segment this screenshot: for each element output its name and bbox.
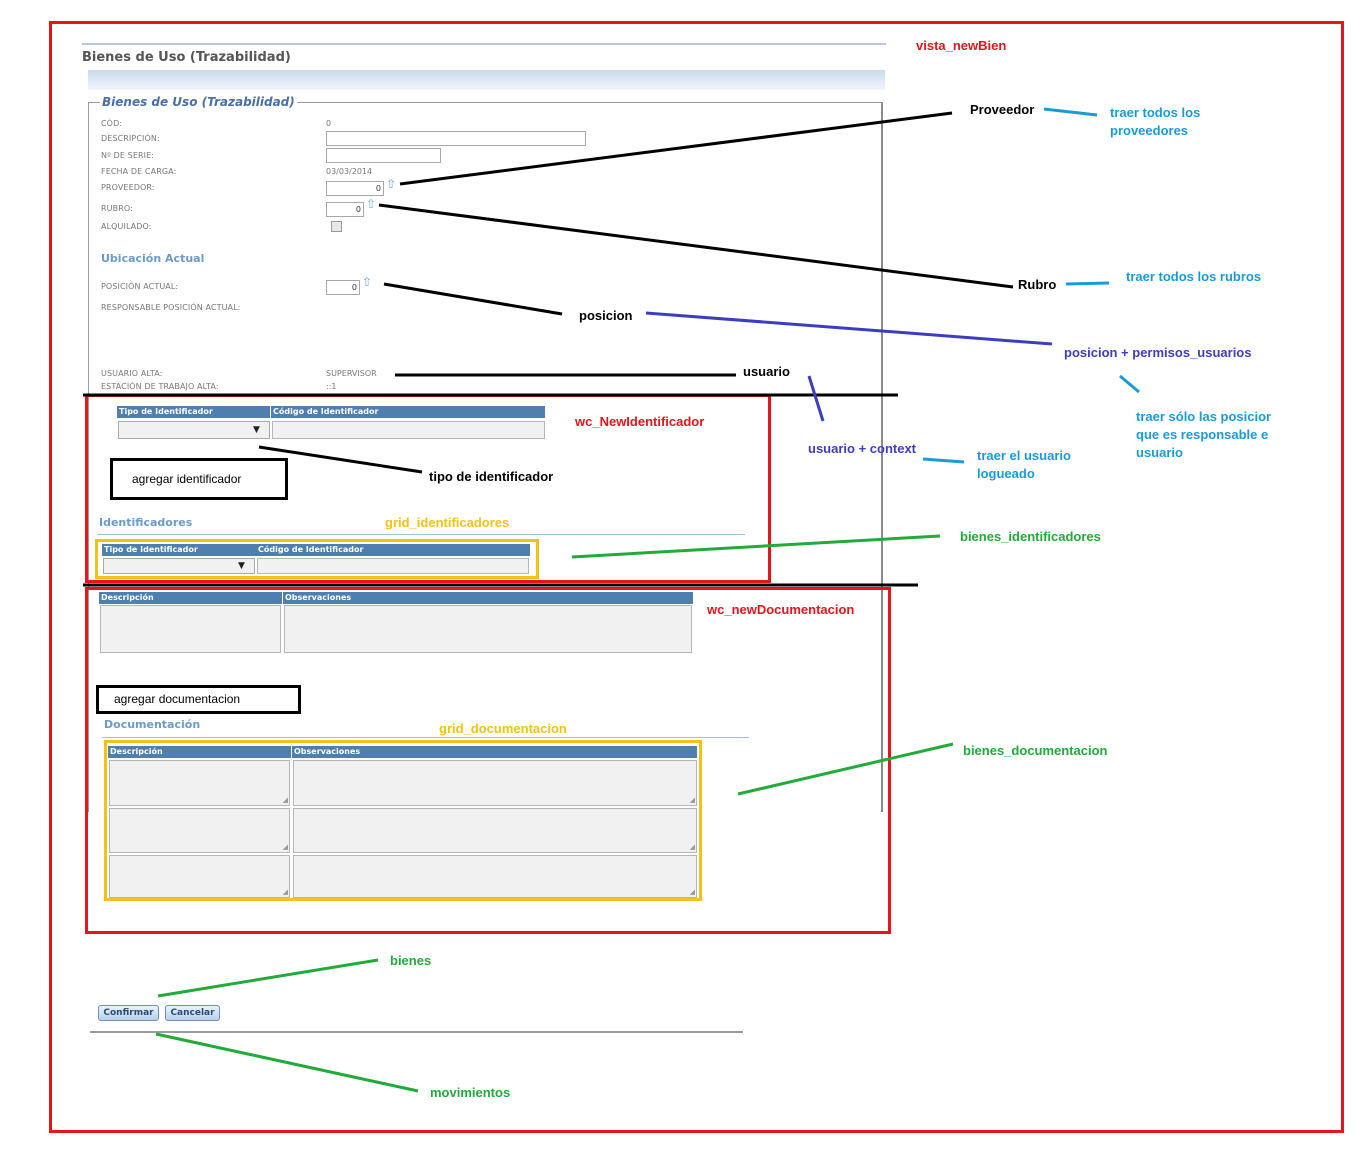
estacion-value: ::1 <box>326 382 337 391</box>
resize-grip-icon[interactable]: ◢ <box>282 843 288 851</box>
grid-tipo-identificador-select[interactable]: ▼ <box>103 558 255 574</box>
doc-observaciones-textarea[interactable] <box>284 605 692 653</box>
annotation-tipo-identificador: tipo de identificador <box>429 469 554 484</box>
grid-doc-observaciones-row1[interactable]: ◢ <box>293 760 697 806</box>
grid-ident-col-codigo: Código de Identificador <box>256 544 530 556</box>
estacion-label: ESTACIÓN DE TRABAJO ALTA: <box>101 382 219 391</box>
alquilado-checkbox[interactable] <box>331 221 342 232</box>
confirmar-button[interactable]: Confirmar <box>98 1005 159 1021</box>
tipo-identificador-select[interactable]: ▼ <box>118 421 270 439</box>
annotation-grid-documentacion: grid_documentacion <box>439 721 567 736</box>
annotation-traer-posicion-2: que es responsable e <box>1136 427 1269 442</box>
annotation-traer-posicion-3: usuario <box>1136 445 1183 460</box>
alquilado-label: ALQUILADO: <box>101 222 152 231</box>
annotation-traer-rubros: traer todos los rubros <box>1126 269 1262 284</box>
title-rule <box>82 43 886 45</box>
posicion-label: POSICIÓN ACTUAL: <box>101 282 179 291</box>
rubro-lookup-icon[interactable]: ⇧ <box>366 197 377 211</box>
resize-grip-icon[interactable]: ◢ <box>689 888 695 896</box>
cod-label: CÓD: <box>101 119 123 128</box>
resize-grip-icon[interactable]: ◢ <box>689 843 695 851</box>
annotation-traer-posicion-1: traer sólo las posicior <box>1136 409 1272 424</box>
serie-input[interactable] <box>326 148 441 163</box>
footer-rule <box>90 1031 743 1033</box>
annotation-usuario: usuario <box>743 364 790 379</box>
doc-col-observaciones: Observaciones <box>283 592 693 604</box>
descripcion-input[interactable] <box>326 131 586 146</box>
rubro-input[interactable]: 0 <box>326 202 364 217</box>
annotation-traer-proveedores-1: traer todos los <box>1110 105 1201 120</box>
grid-doc-observaciones-row3[interactable]: ◢ <box>293 855 697 898</box>
ident-col-codigo: Código de Identificador <box>271 406 545 418</box>
usuario-alta-label: USUARIO ALTA: <box>101 369 163 378</box>
main-fieldset <box>88 102 883 812</box>
usuario-alta-value: SUPERVISOR <box>326 369 377 378</box>
grid-identificadores-box <box>95 539 539 579</box>
annotation-wc-newdocumentacion: wc_newDocumentacion <box>707 602 855 617</box>
identificadores-grid-title: Identificadores <box>99 516 193 529</box>
grid-codigo-identificador-input[interactable] <box>257 558 529 574</box>
codigo-identificador-input[interactable] <box>272 421 545 439</box>
fecha-label: FECHA DE CARGA: <box>101 167 177 176</box>
annotation-posicion: posicion <box>579 308 633 323</box>
resize-grip-icon[interactable]: ◢ <box>282 888 288 896</box>
ident-col-tipo: Tipo de Identificador <box>117 406 270 418</box>
fieldset-legend: Bienes de Uso (Trazabilidad) <box>100 95 297 109</box>
serie-label: Nº DE SERIE: <box>101 151 155 160</box>
identificadores-divider <box>97 534 745 535</box>
grid-doc-descripcion-row1[interactable]: ◢ <box>109 760 290 806</box>
posicion-input[interactable]: 0 <box>326 280 360 295</box>
documentacion-grid-title: Documentación <box>104 718 201 731</box>
proveedor-input[interactable]: 0 <box>326 181 384 196</box>
resize-grip-icon[interactable]: ◢ <box>689 796 695 804</box>
grid-doc-descripcion-row3[interactable]: ◢ <box>109 855 290 898</box>
doc-col-descripcion: Descripción <box>99 592 282 604</box>
documentacion-divider <box>102 737 749 738</box>
annotation-bienes-documentacion: bienes_documentacion <box>963 743 1108 758</box>
grid-doc-col-descripcion: Descripción <box>108 746 291 758</box>
page-title: Bienes de Uso (Trazabilidad) <box>82 50 291 65</box>
annotation-vista-newbien: vista_newBien <box>916 38 1007 53</box>
cod-value: 0 <box>326 119 332 128</box>
chevron-down-icon: ▼ <box>238 561 245 571</box>
grid-doc-descripcion-row2[interactable]: ◢ <box>109 808 290 853</box>
chevron-down-icon: ▼ <box>253 425 260 435</box>
vista-newbien-box <box>49 21 1344 1133</box>
doc-descripcion-textarea[interactable] <box>100 605 281 653</box>
annotation-posicion-permisos: posicion + permisos_usuarios <box>1064 345 1252 360</box>
grid-doc-observaciones-row2[interactable]: ◢ <box>293 808 697 853</box>
annotation-rubro: Rubro <box>1018 277 1057 292</box>
annotation-proveedor: Proveedor <box>970 102 1035 117</box>
grid-doc-col-observaciones: Observaciones <box>292 746 697 758</box>
annotation-movimientos: movimientos <box>430 1085 511 1100</box>
posicion-lookup-icon[interactable]: ⇧ <box>362 275 373 289</box>
grid-documentacion-box <box>104 740 702 901</box>
annotation-traer-proveedores-2: proveedores <box>1110 123 1189 138</box>
annotation-bienes-identificadores: bienes_identificadores <box>960 529 1101 544</box>
proveedor-label: PROVEEDOR: <box>101 183 155 192</box>
proveedor-lookup-icon[interactable]: ⇧ <box>386 177 397 191</box>
annotation-traer-usuario-2: logueado <box>977 466 1035 481</box>
wc-newdocumentacion-box <box>85 587 891 934</box>
annotation-bienes: bienes <box>390 953 432 968</box>
ubicacion-section-title: Ubicación Actual <box>101 252 205 265</box>
agregar-identificador-button[interactable]: agregar identificador <box>110 458 288 500</box>
annotation-grid-identificadores: grid_identificadores <box>385 515 510 530</box>
annotation-traer-usuario-1: traer el usuario <box>977 448 1071 463</box>
fecha-value: 03/03/2014 <box>326 167 373 176</box>
grid-ident-col-tipo: Tipo de Identificador <box>102 544 256 556</box>
responsable-label: RESPONSABLE POSICIÓN ACTUAL: <box>101 303 241 312</box>
annotation-usuario-context: usuario + context <box>808 441 916 456</box>
resize-grip-icon[interactable]: ◢ <box>282 796 288 804</box>
annotation-wc-newidentificador: wc_NewIdentificador <box>575 414 705 429</box>
rubro-label: RUBRO: <box>101 204 133 213</box>
cancelar-button[interactable]: Cancelar <box>165 1005 220 1021</box>
title-bar <box>88 70 885 90</box>
descripcion-label: DESCRIPCIÓN: <box>101 134 160 143</box>
agregar-documentacion-button[interactable]: agregar documentacion <box>96 685 301 714</box>
